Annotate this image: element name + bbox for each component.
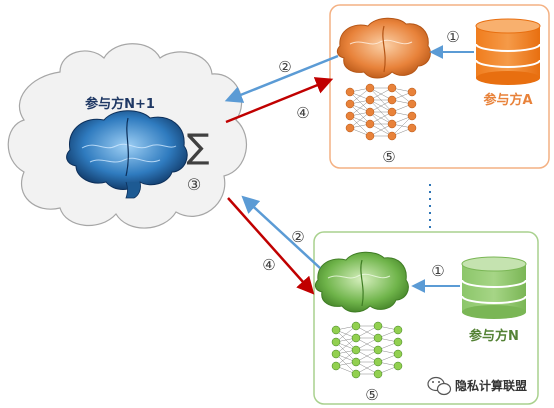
step-3-label: ③ bbox=[187, 175, 201, 194]
party-n-database-icon bbox=[461, 256, 527, 319]
party-n-label: 参与方N bbox=[469, 328, 519, 344]
party-n-step-5: ⑤ bbox=[365, 386, 378, 404]
party-a-brain-icon bbox=[336, 17, 431, 79]
download-arrow-bottom bbox=[227, 197, 315, 295]
party-a-database-icon bbox=[475, 18, 541, 85]
server-brain-icon bbox=[66, 110, 188, 199]
upload-step-top: ② bbox=[278, 58, 291, 76]
watermark-text: 隐私计算联盟 bbox=[455, 378, 527, 393]
party-n-brain-icon bbox=[314, 251, 409, 313]
party-a-label: 参与方A bbox=[483, 92, 532, 108]
party-a-neural-net bbox=[345, 83, 417, 141]
download-step-bottom: ④ bbox=[262, 256, 275, 274]
party-n-step-1: ① bbox=[431, 262, 444, 280]
sum-symbol: ∑ bbox=[187, 127, 210, 167]
server-label: 参与方N+1 bbox=[85, 96, 155, 112]
upload-step-bottom: ② bbox=[291, 228, 304, 246]
download-arrow-top bbox=[225, 77, 334, 124]
party-a-step-5: ⑤ bbox=[382, 148, 395, 166]
party-a-step-1: ① bbox=[446, 28, 459, 46]
upload-arrow-top bbox=[224, 54, 339, 103]
download-step-top: ④ bbox=[296, 104, 309, 122]
upload-arrow-bottom bbox=[241, 195, 321, 269]
wechat-icon bbox=[427, 376, 452, 396]
party-n-neural-net bbox=[331, 321, 403, 379]
